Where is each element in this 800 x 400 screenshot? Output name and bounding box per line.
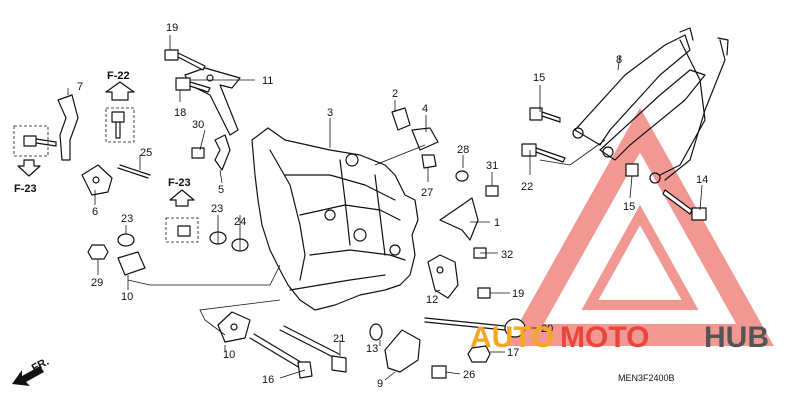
callout-8: 8: [616, 54, 622, 66]
callout-16: 16: [262, 374, 274, 386]
nut-27: [421, 154, 437, 169]
bolt-30: [191, 147, 205, 159]
callout-3: 3: [327, 107, 333, 119]
callout-11: 11: [262, 75, 273, 87]
callout-13: 13: [366, 343, 378, 355]
callout-25: 25: [140, 147, 152, 159]
ref-box-top: [105, 107, 135, 143]
leader-lines: [67, 35, 703, 381]
bracket-7: [57, 94, 79, 161]
callout-23a: 23: [121, 213, 133, 225]
fr-arrow: [12, 366, 44, 386]
bolt-15-top: [529, 107, 561, 123]
arrow-up-f22: [105, 81, 135, 101]
callout-6: 6: [92, 206, 98, 218]
callout-18: 18: [174, 107, 186, 119]
callout-19a: 19: [166, 22, 178, 34]
subframe: [572, 27, 729, 184]
ref-f22: F-22: [107, 70, 130, 82]
callout-10b: 10: [223, 349, 235, 361]
callout-22: 22: [521, 181, 533, 193]
callout-32: 32: [501, 249, 513, 261]
callout-2: 2: [392, 88, 398, 100]
callout-9: 9: [377, 378, 383, 390]
bolt-15-mid: [625, 163, 639, 177]
bolt-20: [424, 317, 506, 331]
callout-30: 30: [192, 119, 204, 131]
collar-10a: [117, 251, 146, 276]
callout-23b: 23: [211, 203, 223, 215]
callout-5: 5: [218, 184, 224, 196]
bolt-19-right: [477, 287, 491, 299]
callout-26: 26: [463, 369, 475, 381]
bracket-6: [81, 164, 113, 196]
callouts: 1 2 3 4 5 6 7 8 9 10 10 11 12 13 14 15 1…: [77, 22, 708, 390]
main-frame: [251, 127, 419, 311]
callout-10a: 10: [121, 291, 133, 303]
bracket-1: [439, 197, 479, 241]
bolt-22: [521, 143, 566, 163]
callout-15b: 15: [623, 201, 635, 213]
bolt-18: [175, 77, 211, 93]
bolt-31: [485, 185, 499, 197]
watermark-text: AUTO MOTO HUB: [470, 321, 769, 354]
callout-15a: 15: [533, 72, 545, 84]
callout-27: 27: [421, 187, 433, 199]
clamp-5: [214, 134, 231, 171]
callout-28: 28: [457, 144, 469, 156]
bolt-14: [662, 189, 707, 221]
callout-19b: 19: [512, 288, 524, 300]
bolt-mid: [177, 225, 191, 237]
callout-20: 20: [541, 323, 553, 335]
bolt-16: [249, 333, 305, 369]
arrow-up-f23-mid: [169, 189, 195, 207]
collar-13: [369, 323, 383, 341]
ref-box-left: [13, 125, 49, 157]
clip-2: [391, 107, 411, 131]
watermark-part-1: AUTO: [470, 321, 554, 354]
callout-21: 21: [333, 333, 345, 345]
callout-31: 31: [486, 160, 498, 172]
bolt-f22: [111, 111, 125, 139]
ref-box-mid: [165, 217, 199, 243]
bolt-26: [431, 365, 447, 379]
watermark-part-2: MOTO: [560, 321, 649, 354]
callout-24: 24: [234, 216, 246, 228]
diagram-code: MEN3F2400B: [618, 373, 675, 383]
guard-9: [384, 329, 421, 373]
callout-12: 12: [426, 294, 438, 306]
callout-29: 29: [91, 277, 103, 289]
watermark-part-3: HUB: [704, 321, 769, 354]
callout-7: 7: [77, 81, 83, 93]
watermark-logo: [506, 107, 774, 346]
nut-28: [455, 170, 469, 182]
clip-25: [117, 164, 151, 179]
direction-label: FR.: [30, 356, 51, 375]
ref-f23-mid: F-23: [168, 177, 191, 189]
bolt-19-top: [164, 49, 206, 71]
nut-17: [467, 345, 491, 363]
clip-4: [411, 127, 439, 151]
plate-10b: [217, 311, 251, 343]
callout-1: 1: [494, 217, 500, 229]
callout-14: 14: [696, 174, 708, 186]
bolt-left: [23, 135, 57, 147]
nut-29: [87, 244, 109, 260]
bolt-21: [279, 325, 340, 359]
callout-4: 4: [422, 103, 428, 115]
washer-23a: [117, 233, 135, 247]
ref-f23-left: F-23: [14, 183, 37, 195]
arrow-down-f23-left: [17, 159, 41, 177]
callout-17: 17: [507, 347, 519, 359]
bracket-12: [427, 254, 459, 299]
